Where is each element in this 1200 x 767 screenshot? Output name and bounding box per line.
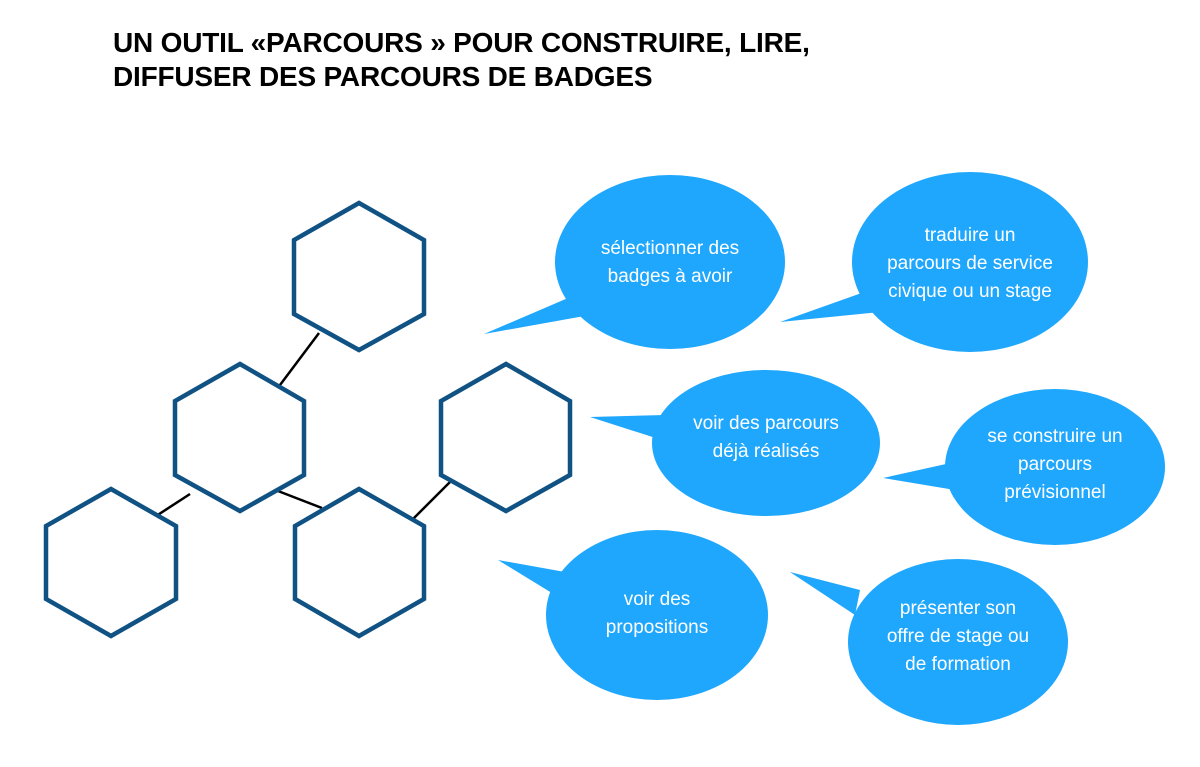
badge-hexagon (43, 486, 179, 639)
badge-hexagon (291, 200, 427, 353)
bubble-line: propositions (605, 617, 709, 638)
bubble-line: voir des parcours (693, 413, 839, 434)
speech-bubble (790, 559, 1068, 725)
bubble-line: prévisionnel (1004, 482, 1106, 503)
bubble-line: voir des (623, 589, 691, 610)
speech-bubble (498, 530, 768, 700)
bubble-text-see-proposals: voir des propositions (606, 586, 708, 642)
bubble-line: traduire un (924, 225, 1016, 246)
bubble-line: parcours (1018, 454, 1092, 475)
bubble-text-build-path: se construire un parcours prévisionnel (987, 423, 1122, 507)
bubble-text-translate-path: traduire un parcours de service civique … (887, 222, 1053, 306)
badge-hexagon (172, 361, 307, 514)
bubble-line: déjà réalisés (712, 441, 820, 462)
connector-line (277, 489, 323, 510)
bubble-line: de formation (905, 654, 1011, 675)
bubble-line: badges à avoir (607, 266, 733, 287)
bubble-line: offre de stage ou (886, 626, 1030, 647)
bubble-text-select-badges: sélectionner des badges à avoir (601, 235, 739, 291)
bubble-line: se construire un (987, 426, 1123, 447)
badge-hexagon (292, 486, 427, 639)
title-line-2: DIFFUSER DES PARCOURS DE BADGES (113, 61, 653, 92)
bubble-line: parcours de service (887, 253, 1053, 274)
badge-hexagon (438, 361, 573, 514)
connector-line (276, 332, 320, 390)
bubble-line: sélectionner des (600, 238, 740, 259)
speech-bubble (780, 172, 1088, 352)
connector-line (411, 480, 452, 521)
speech-bubble (484, 175, 785, 349)
bubble-text-present-offer: présenter son offre de stage ou de forma… (887, 595, 1029, 679)
bubble-line: présenter son (899, 598, 1017, 619)
title-line-1: UN OUTIL «PARCOURS » POUR CONSTRUIRE, LI… (113, 27, 810, 58)
slide-title: UN OUTIL «PARCOURS » POUR CONSTRUIRE, LI… (113, 26, 810, 94)
bubble-text-see-paths: voir des parcours déjà réalisés (693, 410, 839, 466)
speech-bubble (883, 389, 1165, 545)
bubble-line: civique ou un stage (888, 281, 1052, 302)
speech-bubble (590, 370, 880, 516)
